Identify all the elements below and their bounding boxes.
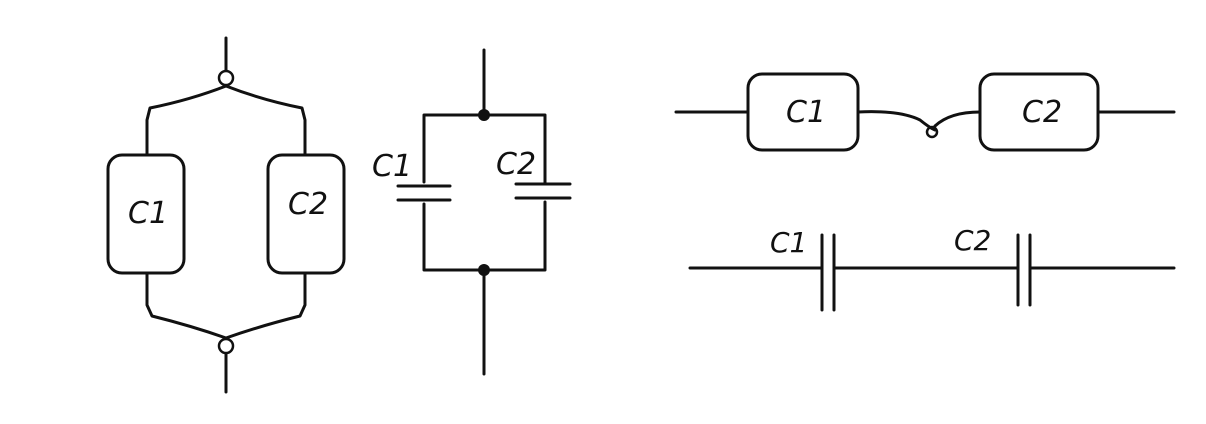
block-c2-label: C2 — [1022, 95, 1062, 130]
block-c1-label: C1 — [786, 95, 826, 130]
block-c2-label: C2 — [288, 187, 328, 222]
middle-wire-left — [856, 110, 937, 132]
middle-wire-right — [933, 110, 982, 128]
bottom-node-loop — [217, 337, 235, 355]
bottom-rail-wire — [422, 200, 547, 272]
bottom-right-branch-wire — [224, 271, 307, 340]
series-capacitor-diagram: C1 C2 — [688, 224, 1176, 312]
top-left-branch-wire — [145, 84, 228, 162]
top-rail-wire — [422, 113, 547, 186]
parallel-block-diagram: C1 C2 — [106, 36, 346, 394]
middle-node-loop — [925, 125, 939, 139]
bottom-left-branch-wire — [145, 271, 228, 340]
block-c1-label: C1 — [128, 196, 168, 231]
parallel-capacitor-diagram: C1 C2 — [372, 48, 572, 376]
top-right-branch-wire — [224, 84, 307, 162]
capacitor-c2-label: C2 — [496, 147, 536, 182]
capacitor-c2-label: C2 — [954, 224, 991, 257]
capacitor-c1-label: C1 — [372, 149, 412, 184]
capacitor-c1-label: C1 — [770, 226, 807, 259]
series-block-diagram: C1 C2 — [674, 72, 1176, 152]
top-node-loop — [217, 69, 235, 87]
